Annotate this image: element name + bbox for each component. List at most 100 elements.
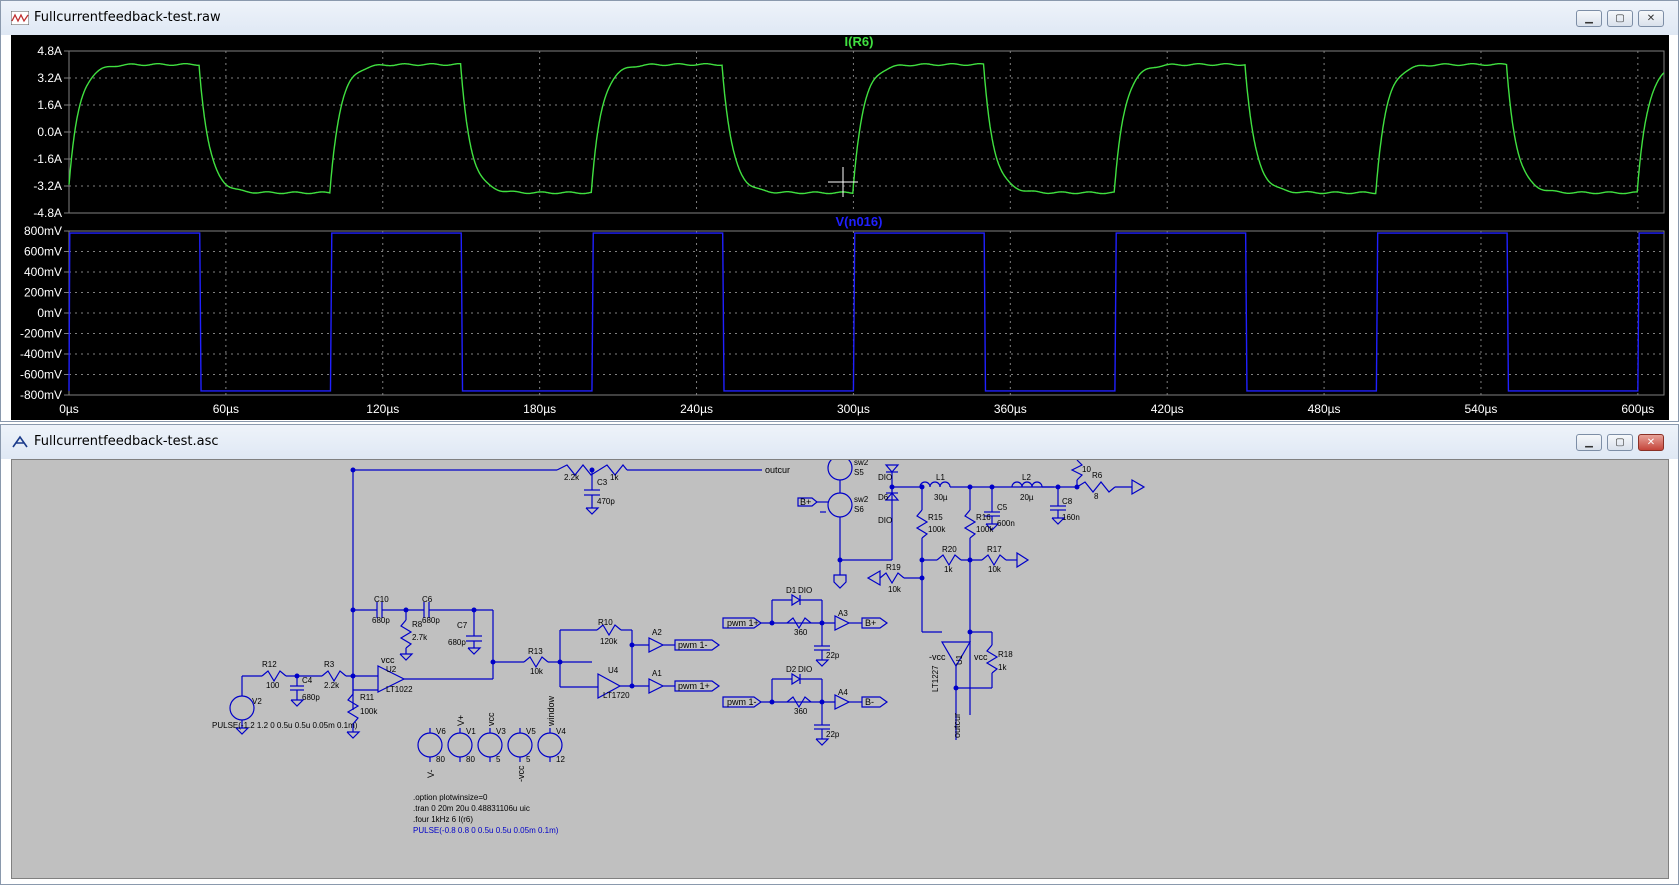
schematic-canvas[interactable]: outcur pwm 1+ pwm 1- pwm 1- pwm 1+ B+ B-…	[11, 455, 1669, 879]
close-button[interactable]: ✕	[1638, 10, 1664, 27]
svg-text:C3: C3	[597, 478, 608, 487]
svg-text:C8: C8	[1062, 497, 1073, 506]
plot-window: Fullcurrentfeedback-test.raw ▁ ▢ ✕ I(R6)…	[0, 0, 1679, 422]
wires	[229, 455, 1146, 762]
trace-v-n016[interactable]	[68, 232, 1664, 392]
svg-text:C7: C7	[457, 621, 468, 630]
v2-pulse-text: PULSE(-1.2 1.2 0 0.5u 0.5u 0.05m 0.1m)	[212, 721, 358, 730]
svg-text:R20: R20	[942, 545, 957, 554]
svg-text:120k: 120k	[600, 637, 618, 646]
svg-text:B+: B+	[865, 618, 876, 628]
svg-text:B-: B-	[865, 697, 874, 707]
svg-text:S5: S5	[854, 468, 864, 477]
y-tick-label: -400mV	[20, 347, 62, 361]
svg-text:pwm 1-: pwm 1-	[727, 697, 757, 707]
x-tick-label: 60µs	[213, 402, 239, 416]
trace-i-r6[interactable]	[68, 63, 1665, 195]
svg-text:22p: 22p	[826, 651, 840, 660]
y-tick-label: 4.8A	[37, 44, 62, 58]
svg-text:D2: D2	[786, 665, 797, 674]
schematic-svg[interactable]: outcur pwm 1+ pwm 1- pwm 1- pwm 1+ B+ B-…	[12, 455, 1668, 878]
svg-text:C5: C5	[997, 503, 1008, 512]
schematic-window-titlebar[interactable]: Fullcurrentfeedback-test.asc ▁ ▢ ✕	[1, 425, 1678, 459]
svg-text:160n: 160n	[1062, 513, 1080, 522]
svg-text:R15: R15	[928, 513, 943, 522]
svg-text:L2: L2	[1022, 473, 1031, 482]
sch-close-button[interactable]: ✕	[1638, 434, 1664, 451]
svg-text:R6: R6	[1092, 471, 1103, 480]
svg-text:R19: R19	[886, 563, 901, 572]
svg-text:-vcc: -vcc	[516, 765, 526, 782]
svg-text:U4: U4	[608, 666, 619, 675]
svg-text:R17: R17	[987, 545, 1002, 554]
svg-text:pwm 1+: pwm 1+	[678, 681, 710, 691]
directive-2: .tran 0 20m 20u 0.48831106u uic	[413, 804, 530, 813]
svg-text:D1: D1	[786, 586, 797, 595]
svg-text:100k: 100k	[928, 525, 946, 534]
x-tick-label: 540µs	[1464, 402, 1497, 416]
svg-text:1k: 1k	[610, 473, 619, 482]
svg-text:10k: 10k	[530, 667, 544, 676]
minimize-button[interactable]: ▁	[1576, 10, 1602, 27]
svg-text:C6: C6	[422, 595, 433, 604]
part-labels: R12 100 R3 2.2k C4 680p R11 100k U2 LT10…	[252, 458, 1103, 764]
y-tick-label: 600mV	[24, 245, 62, 259]
waveform-plot-svg[interactable]: I(R6) 4.8A3.2A1.6A0.0A-1.6A-3.2A-4.8A V(…	[11, 34, 1669, 420]
y-tick-label: -600mV	[20, 368, 62, 382]
svg-text:V5: V5	[526, 727, 536, 736]
maximize-button[interactable]: ▢	[1607, 10, 1633, 27]
svg-text:680p: 680p	[302, 693, 320, 702]
svg-text:22p: 22p	[826, 730, 840, 739]
svg-text:vcc: vcc	[486, 712, 496, 726]
svg-text:600n: 600n	[997, 519, 1015, 528]
svg-text:outcur: outcur	[765, 465, 790, 475]
x-tick-label: 300µs	[837, 402, 870, 416]
x-tick-label: 420µs	[1151, 402, 1184, 416]
svg-text:B+: B+	[800, 497, 811, 507]
directive-3: .four 1kHz 6 I(r6)	[413, 815, 473, 824]
svg-text:R11: R11	[360, 693, 375, 702]
pane2-frame	[68, 230, 1665, 396]
svg-text:sw2: sw2	[854, 495, 869, 504]
svg-text:5: 5	[496, 755, 501, 764]
svg-text:U2: U2	[386, 665, 397, 674]
crosshair-cursor	[828, 167, 858, 197]
svg-text:V6: V6	[436, 727, 446, 736]
x-tick-label: 180µs	[523, 402, 556, 416]
y-tick-label: -200mV	[20, 327, 62, 341]
spice-directives[interactable]: PULSE(-1.2 1.2 0 0.5u 0.5u 0.05m 0.1m) .…	[212, 721, 559, 835]
svg-text:DIO: DIO	[878, 516, 892, 525]
svg-text:R12: R12	[262, 660, 277, 669]
svg-text:2.2k: 2.2k	[324, 681, 340, 690]
svg-text:LT1022: LT1022	[386, 685, 413, 694]
svg-text:LT1227: LT1227	[931, 665, 940, 692]
svg-text:680p: 680p	[372, 616, 390, 625]
svg-text:R3: R3	[324, 660, 335, 669]
svg-text:A2: A2	[652, 628, 662, 637]
pane2-title[interactable]: V(n016)	[836, 214, 883, 229]
junctions	[294, 467, 1080, 705]
svg-text:DIO: DIO	[878, 473, 892, 482]
svg-text:C10: C10	[374, 595, 389, 604]
svg-text:80: 80	[466, 755, 475, 764]
directive-1: .option plotwinsize=0	[413, 793, 488, 802]
svg-text:DIO: DIO	[798, 665, 812, 674]
y-tick-label: 3.2A	[37, 71, 62, 85]
waveform-app-icon	[11, 11, 29, 25]
svg-text:360: 360	[794, 628, 808, 637]
pane1-title[interactable]: I(R6)	[845, 34, 874, 49]
x-tick-label: 480µs	[1308, 402, 1341, 416]
svg-text:R16: R16	[976, 513, 991, 522]
plot-window-titlebar[interactable]: Fullcurrentfeedback-test.raw ▁ ▢ ✕	[1, 1, 1678, 35]
sch-maximize-button[interactable]: ▢	[1607, 434, 1633, 451]
svg-text:A1: A1	[652, 669, 662, 678]
y-tick-label: 200mV	[24, 286, 62, 300]
svg-text:V3: V3	[496, 727, 506, 736]
sch-minimize-button[interactable]: ▁	[1576, 434, 1602, 451]
svg-text:1k: 1k	[944, 565, 953, 574]
svg-text:A4: A4	[838, 688, 848, 697]
svg-text:U1: U1	[955, 654, 964, 665]
directive-pulse: PULSE(-0.8 0.8 0 0.5u 0.5u 0.05m 0.1m)	[413, 826, 559, 835]
x-tick-label: 120µs	[366, 402, 399, 416]
